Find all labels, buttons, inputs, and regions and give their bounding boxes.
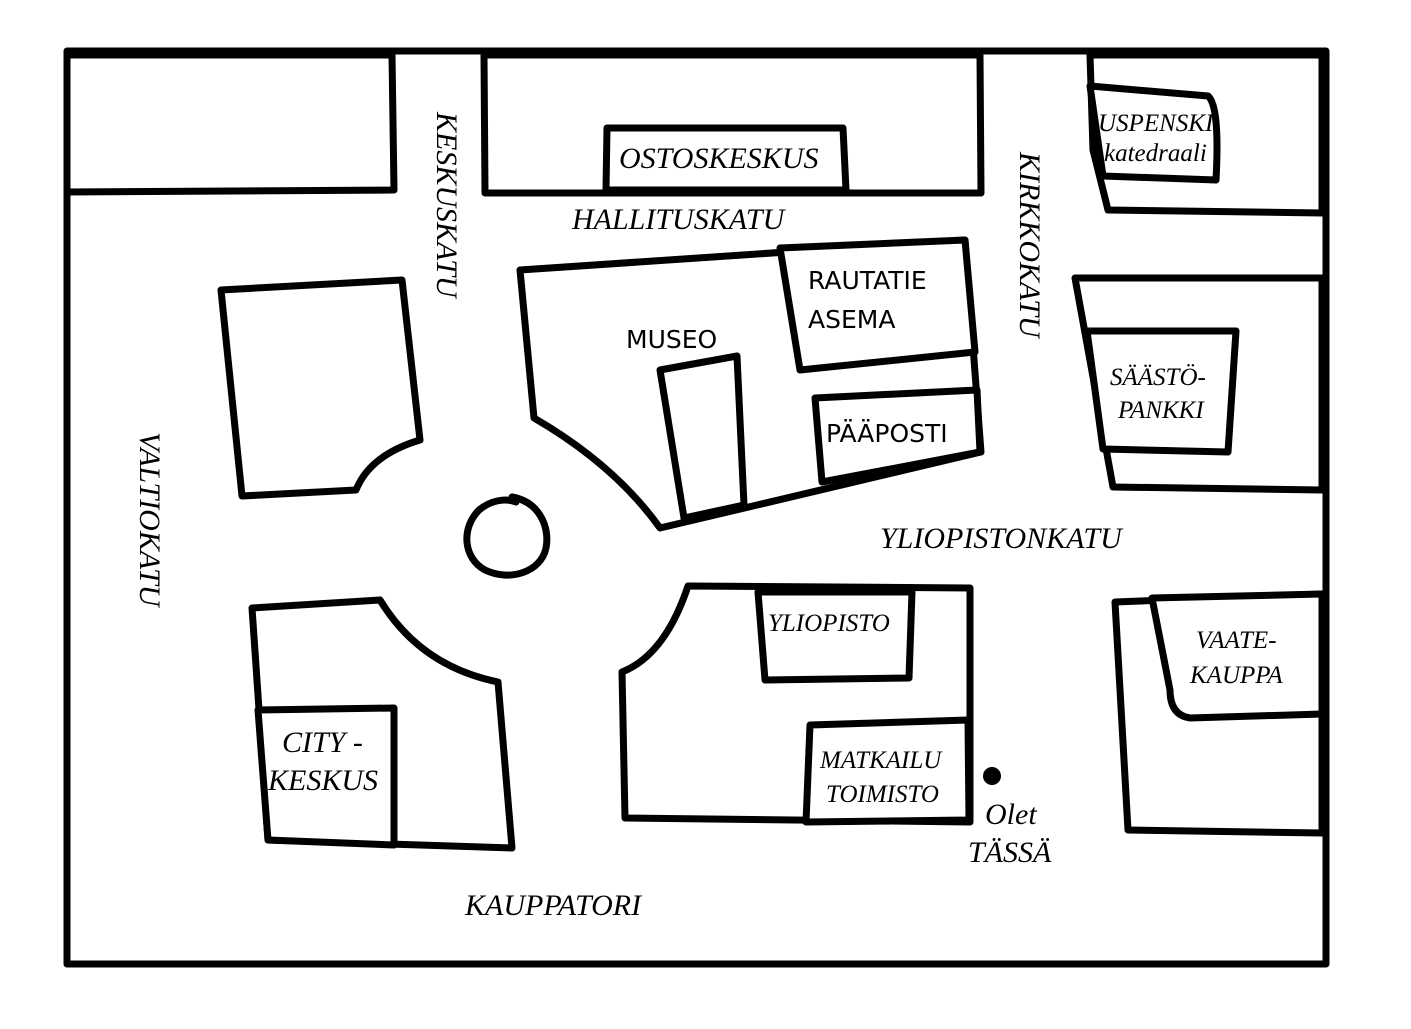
building-citykeskus[interactable]	[254, 704, 398, 849]
label-keskus: KESKUS	[267, 764, 378, 797]
label-city: CITY -	[282, 726, 363, 759]
label-museo: MUSEO	[626, 325, 717, 354]
label-paaposti: PÄÄPOSTI	[826, 419, 948, 448]
label-uspenski-2: katedraali	[1104, 140, 1207, 167]
label-matkailu: MATKAILU	[819, 747, 943, 774]
street-label-keskuskatu: KESKUSKATU	[430, 111, 463, 300]
building-yliopisto[interactable]	[754, 588, 916, 684]
label-yliopisto: YLIOPISTO	[768, 610, 890, 637]
building-paaposti[interactable]	[811, 386, 984, 486]
building-matkailutoimisto[interactable]	[802, 716, 973, 826]
street-label-kauppatori: KAUPPATORI	[464, 889, 643, 922]
building-rautatieasema[interactable]	[776, 236, 979, 374]
label-asema: ASEMA	[808, 305, 895, 334]
label-kauppa: KAUPPA	[1189, 662, 1283, 689]
label-toimisto: TOIMISTO	[826, 781, 939, 808]
roundabout	[463, 493, 551, 579]
building-uspenski[interactable]	[1086, 82, 1221, 184]
label-ostoskeskus: OSTOSKESKUS	[619, 142, 818, 175]
label-uspenski-1: USPENSKI	[1098, 110, 1215, 137]
building-ostoskeskus[interactable]	[602, 124, 850, 194]
you-are-here-line2: TÄSSÄ	[968, 836, 1052, 869]
street-label-valtiokatu: VALTIOKATU	[133, 432, 166, 609]
label-pankki: PANKKI	[1117, 397, 1205, 424]
label-rautatie: RAUTATIE	[808, 266, 927, 295]
building-museo[interactable]	[656, 352, 748, 522]
label-saasto: SÄÄSTÖ-	[1110, 363, 1206, 391]
building-vaatekauppa[interactable]	[1148, 590, 1326, 722]
label-vaate: VAATE-	[1196, 627, 1277, 654]
block-top-left	[63, 51, 398, 196]
you-are-here-marker[interactable]	[983, 767, 1001, 785]
street-label-yliopistonkatu: YLIOPISTONKATU	[880, 522, 1124, 555]
street-label-kirkkokatu: KIRKKOKATU	[1013, 151, 1046, 340]
building-saastopankki[interactable]	[1083, 327, 1240, 456]
block-left-middle	[217, 276, 424, 500]
street-label-hallituskatu: HALLITUSKATU	[571, 203, 787, 236]
you-are-here-line1: Olet	[985, 798, 1037, 831]
